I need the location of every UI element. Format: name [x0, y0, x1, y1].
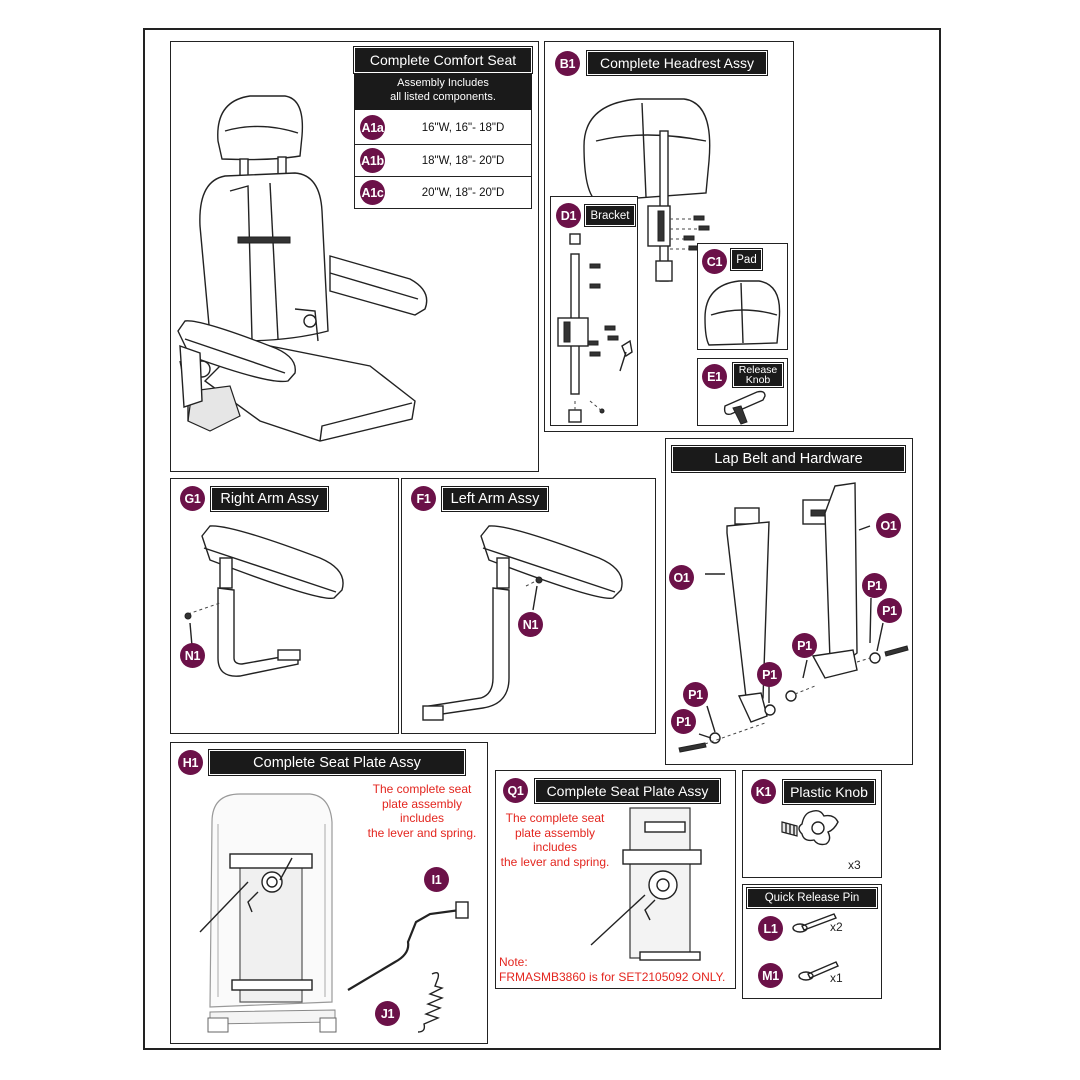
seat-plate-h1-note-l3: includes	[399, 811, 445, 825]
pad-label: C1 Pad	[730, 248, 763, 271]
left-arm-title-text: Left Arm Assy	[450, 491, 540, 507]
plastic-knob-drawing	[781, 809, 839, 846]
seat-plate-h1-title: Complete Seat Plate Assy	[208, 749, 466, 776]
seat-plate-q1-note-l1: The complete seat	[505, 811, 605, 825]
seat-plate-h1-note-l4: the lever and spring.	[367, 825, 477, 840]
badge-p1-d: P1	[757, 662, 782, 687]
seat-plate-q1-note-l4: the lever and spring.	[500, 854, 610, 869]
seat-plate-h1-title-text: Complete Seat Plate Assy	[253, 754, 421, 771]
comfort-seat-note-line2: all listed components.	[390, 91, 496, 103]
badge-p1-e: P1	[683, 682, 708, 707]
plastic-knob-title-text: Plastic Knob	[790, 784, 868, 800]
badge-q1: Q1	[503, 778, 528, 803]
badge-c1: C1	[702, 249, 727, 274]
badge-o1-left: O1	[669, 565, 694, 590]
size-row-a1c: A1c 20"W, 18"- 20"D	[354, 176, 532, 208]
seat-plate-q1-footnote-text: FRMASMB3860 is for SET2105092 ONLY.	[499, 969, 726, 984]
left-arm-title: Left Arm Assy	[441, 486, 549, 512]
seat-plate-q1-note-l3: includes	[532, 840, 578, 854]
bracket-panel	[550, 196, 638, 426]
right-arm-title-text: Right Arm Assy	[220, 491, 319, 507]
bracket-drawing	[557, 233, 633, 423]
pad-label-word: Pad	[736, 253, 757, 266]
badge-d1: D1	[556, 203, 581, 228]
release-knob-label: Release Knob	[732, 362, 784, 388]
badge-i1: I1	[424, 867, 449, 892]
badge-p1-b: P1	[877, 598, 902, 623]
lapbelt-title-text: Lap Belt and Hardware	[714, 451, 863, 467]
size-desc-a1a: 16"W, 16"- 18"D	[421, 122, 505, 134]
right-arm-title: Right Arm Assy	[210, 486, 329, 512]
headrest-drawing	[583, 98, 711, 282]
release-knob-label-line2: Knob	[745, 374, 771, 386]
comfort-seat-title-text: Complete Comfort Seat	[369, 52, 517, 68]
seat-plate-q1-drawing	[590, 807, 702, 961]
left-arm-drawing	[422, 525, 623, 721]
comfort-seat-note-line1: Assembly Includes	[397, 77, 489, 89]
size-table	[354, 110, 532, 209]
seat-plate-h1-note: The complete seat plate assembly include…	[362, 782, 482, 840]
badge-k1: K1	[751, 779, 776, 804]
badge-b1: B1	[555, 51, 580, 76]
headrest-title: Complete Headrest Assy	[586, 50, 768, 76]
badge-a1b: A1b	[360, 148, 385, 173]
plastic-knob-title: Plastic Knob	[782, 779, 876, 805]
size-row-a1a: A1a 16"W, 16"- 18"D	[354, 112, 532, 144]
right-arm-panel	[170, 478, 399, 734]
seat-plate-q1-note-l2: plate assembly	[514, 825, 596, 840]
badge-e1: E1	[702, 364, 727, 389]
quick-pin-m1-qty: x1	[830, 971, 843, 985]
lapbelt-panel	[665, 438, 913, 765]
badge-g1: G1	[180, 486, 205, 511]
badge-p1-a: P1	[862, 573, 887, 598]
badge-a1c: A1c	[360, 180, 385, 205]
quick-pin-title-text: Quick Release Pin	[764, 892, 860, 904]
diagram-frame	[143, 28, 941, 1050]
badge-o1-right: O1	[876, 513, 901, 538]
bracket-label-text: Bracket	[590, 209, 630, 222]
size-row-a1b: A1b 18"W, 18"- 20"D	[354, 144, 532, 176]
size-desc-a1b: 18"W, 18"- 20"D	[421, 154, 505, 167]
seat-plate-h1-drawing	[199, 793, 469, 1033]
seat-plate-q1-note: The complete seat plate assembly include…	[495, 811, 615, 869]
seat-plate-h1-note-l1: The complete seat	[372, 782, 472, 796]
badge-p1-f: P1	[671, 709, 696, 734]
badge-a1a: A1a	[360, 115, 385, 140]
size-desc-a1c: 20"W, 18"- 20"D	[421, 186, 505, 199]
quick-pin-title: Quick Release Pin	[746, 887, 878, 909]
badge-j1: J1	[375, 1001, 400, 1026]
lapbelt-drawing	[678, 482, 909, 753]
right-arm-drawing	[184, 525, 344, 677]
quick-pin-drawing	[792, 913, 839, 981]
badge-p1-c: P1	[792, 633, 817, 658]
bracket-label: Bracket	[584, 204, 636, 227]
quick-pin-l1-qty: x2	[830, 920, 843, 934]
badge-f1: F1	[411, 486, 436, 511]
seat-plate-h1-note-l2: plate assembly	[381, 796, 463, 811]
seat-plate-q1-title: Complete Seat Plate Assy	[534, 778, 721, 804]
left-arm-panel	[401, 478, 656, 734]
plastic-knob-qty: x3	[848, 858, 861, 872]
headrest-title-text: Complete Headrest Assy	[599, 55, 755, 71]
pad-drawing	[704, 280, 781, 346]
release-knob-drawing	[723, 390, 766, 425]
comfort-seat-drawing	[177, 95, 428, 442]
comfort-seat-note: Assembly Includes all listed components.	[354, 73, 532, 110]
badge-h1: H1	[178, 750, 203, 775]
badge-l1: L1	[758, 916, 783, 941]
comfort-seat-title: Complete Comfort Seat	[353, 46, 533, 74]
seat-plate-q1-title-text: Complete Seat Plate Assy	[546, 783, 709, 799]
seat-plate-q1-footnote-title: Note:	[499, 955, 528, 969]
badge-n1-right: N1	[180, 643, 205, 668]
badge-n1-left: N1	[518, 612, 543, 637]
release-knob-label-line1: Release	[738, 364, 778, 376]
badge-m1: M1	[758, 963, 783, 988]
lapbelt-title: Lap Belt and Hardware	[671, 445, 906, 473]
seat-plate-q1-footnote: Note: FRMASMB3860 is for SET2105092 ONLY…	[499, 955, 734, 984]
